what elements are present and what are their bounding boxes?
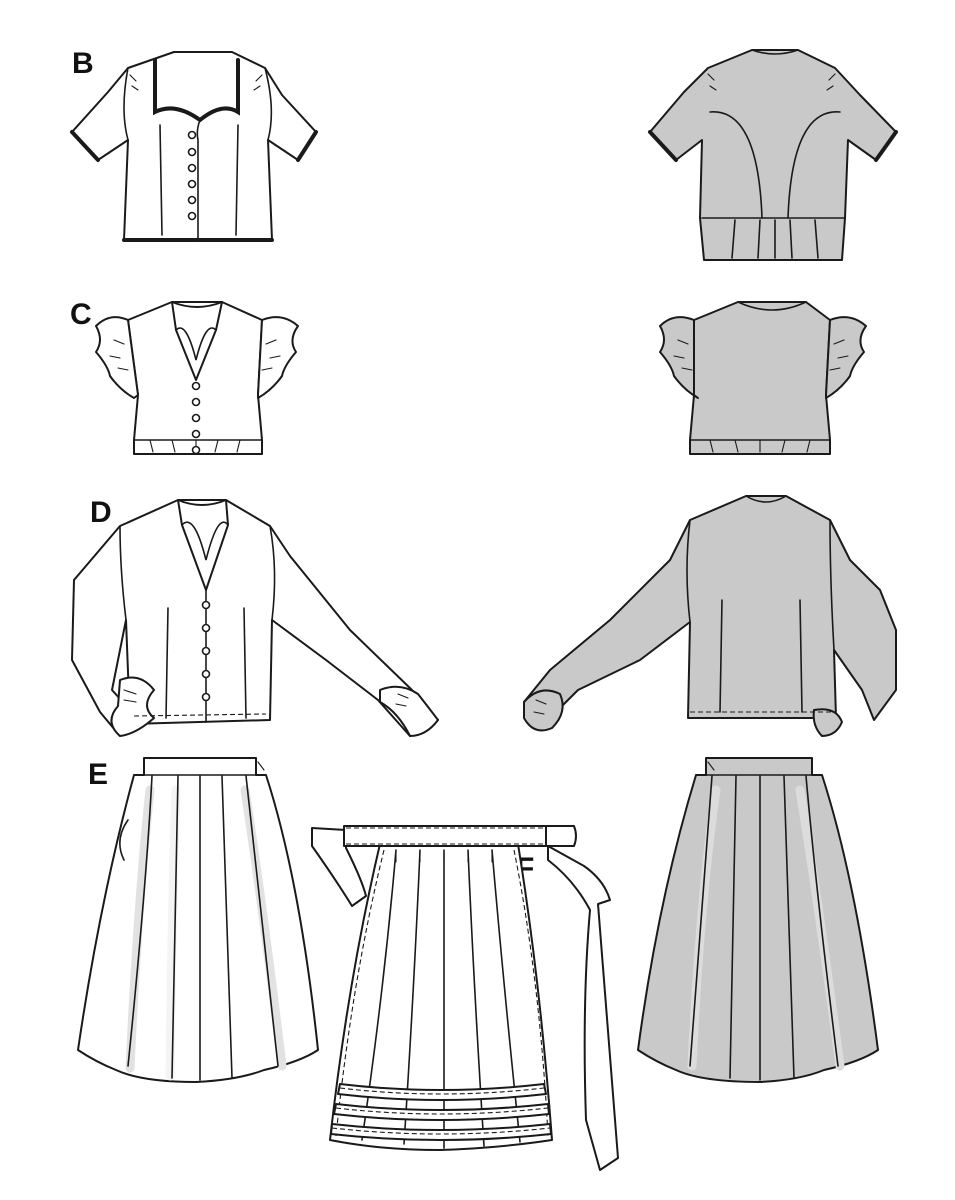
view-e-front-skirt (77, 757, 319, 1083)
view-label-c: C (70, 298, 92, 331)
view-label-b: B (72, 47, 94, 80)
view-b-back-blouse (648, 49, 898, 261)
view-e-back-skirt (637, 757, 879, 1083)
view-c-back-top (659, 301, 867, 455)
view-d-front-blouse (71, 499, 439, 737)
view-b-front-blouse (70, 51, 318, 242)
view-c-front-top (95, 301, 299, 455)
view-label-e: E (88, 758, 108, 791)
view-label-d: D (90, 496, 112, 529)
view-d-back-blouse (523, 495, 897, 737)
view-f-apron (311, 825, 619, 1171)
